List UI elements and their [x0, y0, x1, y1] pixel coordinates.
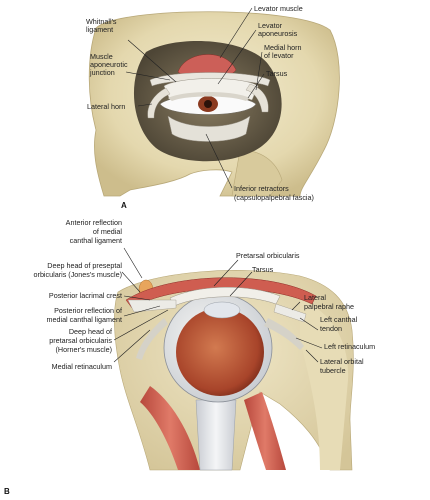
panel-a-illustration	[88, 11, 340, 197]
label-posterior-reflection: Posterior reflection of	[54, 306, 122, 315]
label-medial-horn: Medial horn	[264, 43, 302, 52]
label-whitnalls-ligament: Whitnall's	[86, 17, 117, 26]
medial-rectus	[140, 386, 200, 470]
label-levator-aponeurosis: Levator	[258, 21, 283, 30]
label-tarsus-a: Tarsus	[266, 69, 288, 78]
lateral-rectus	[244, 392, 286, 470]
panel-b-illustration	[114, 270, 354, 471]
pupil	[204, 100, 212, 108]
retinaculum-medial	[136, 318, 168, 360]
label-deep-head-pretarsal: pretarsal orbicularis	[49, 336, 112, 345]
label-muscle-aponeurotic-junction: aponeurotic	[90, 60, 128, 69]
label-lateral-orbital-tubercle: tubercle	[320, 366, 346, 375]
label-lateral-palpebral-raphe: Lateral	[304, 293, 326, 302]
label-deep-head-pretarsal: (Horner's muscle)	[56, 345, 113, 354]
panel-b-labels: Anterior reflection of medial canthal li…	[4, 218, 375, 496]
label-muscle-aponeurotic-junction: Muscle	[90, 52, 113, 61]
lateral-canthal-tendon	[273, 303, 307, 323]
label-lateral-horn: Lateral horn	[87, 102, 125, 111]
label-posterior-lacrimal-crest: Posterior lacrimal crest	[49, 291, 122, 300]
panel-letter-b: B	[4, 487, 10, 496]
optic-nerve	[195, 399, 237, 471]
label-anterior-reflection: canthal ligament	[70, 236, 122, 245]
upper-tarsus	[168, 92, 250, 101]
lateral-bone-b	[300, 300, 349, 470]
label-left-retinaculum: Left retinaculum	[324, 342, 375, 351]
medial-horn	[245, 83, 269, 113]
label-lateral-orbital-tubercle: Lateral orbital	[320, 357, 364, 366]
label-whitnalls-ligament: ligament	[86, 25, 113, 34]
pretarsal-orbicularis	[125, 277, 317, 309]
label-anterior-reflection: of medial	[93, 227, 123, 236]
label-pretarsal-orbicularis: Pretarsal orbicularis	[236, 251, 300, 260]
label-levator-muscle: Levator muscle	[254, 4, 303, 13]
label-deep-head-preseptal: orbicularis (Jones's muscle)	[34, 270, 122, 279]
lateral-horn-shape	[147, 87, 171, 119]
label-inferior-retractors: Inferior retractors	[234, 184, 289, 193]
panel-a-leaders	[125, 7, 265, 189]
medial-canthal-ligament	[127, 299, 177, 313]
label-inferior-retractors: (capsulopalpebral fascia)	[234, 193, 314, 202]
label-left-canthal-tendon: Left canthal	[320, 315, 358, 324]
lens	[203, 301, 241, 319]
label-deep-head-pretarsal: Deep head of	[69, 327, 112, 336]
label-medial-retinaculum: Medial retinaculum	[52, 362, 112, 371]
label-lateral-palpebral-raphe: palpebral raphe	[304, 302, 354, 311]
label-levator-aponeurosis: aponeurosis	[258, 29, 298, 38]
label-deep-head-preseptal: Deep head of preseptal	[47, 261, 122, 270]
label-posterior-reflection: medial canthal ligament	[46, 315, 122, 324]
panel-a-labels: Whitnall's ligament Levator muscle Levat…	[86, 4, 314, 210]
label-muscle-aponeurotic-junction: junction	[89, 68, 115, 77]
retinaculum-left	[264, 318, 304, 350]
label-tarsus-b: Tarsus	[252, 265, 274, 274]
label-anterior-reflection: Anterior reflection	[66, 218, 122, 227]
label-medial-horn: of levator	[264, 51, 294, 60]
panel-b-leaders	[113, 247, 323, 363]
label-left-canthal-tendon: tendon	[320, 324, 342, 333]
globe-interior	[176, 308, 264, 396]
inferior-retractors-shape	[167, 115, 251, 142]
panel-letter-a: A	[121, 201, 127, 210]
